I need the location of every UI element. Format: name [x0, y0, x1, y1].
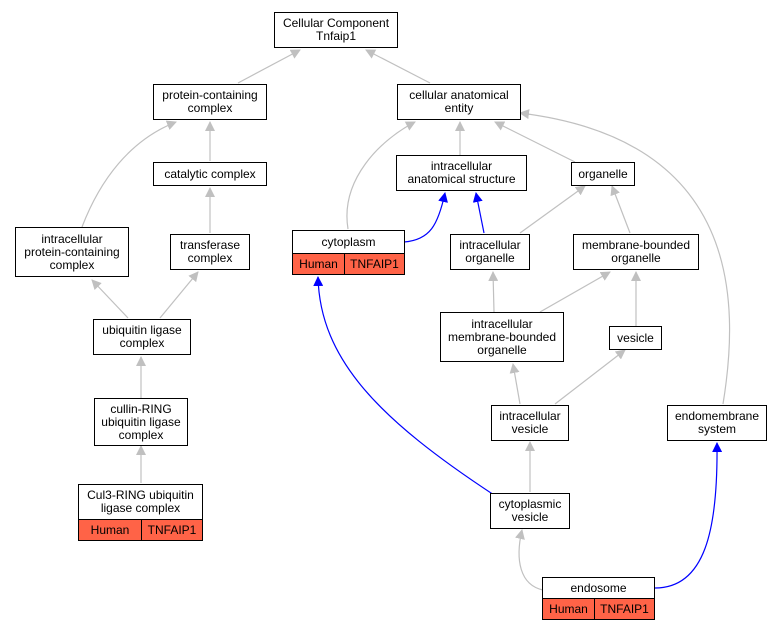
edge-imbo-mbo	[539, 271, 611, 313]
edge-iv-imbo	[509, 363, 521, 405]
node-endosome-gene: TNFAIP1	[594, 599, 654, 619]
node-cul3-ring-organism: Human	[79, 520, 141, 540]
edge-cae-root	[365, 49, 431, 84]
node-intracellular-vesicle[interactable]: intracellular vesicle	[491, 405, 569, 441]
edge-iv-vesicle	[554, 349, 626, 405]
edge-ulc-ipcc	[91, 279, 129, 319]
node-transferase-complex[interactable]: transferase complex	[170, 234, 250, 270]
edge-io-ias	[472, 192, 485, 234]
node-intracellular-protein-containing-complex[interactable]: intracellular protein-containing complex	[15, 227, 129, 277]
edge-pcc-root	[237, 49, 301, 84]
node-cytoplasm[interactable]: cytoplasm Human TNFAIP1	[292, 230, 405, 275]
node-cullin-ring-ubiquitin-ligase-complex[interactable]: cullin-RING ubiquitin ligase complex	[94, 398, 188, 446]
node-membrane-bounded-organelle[interactable]: membrane-bounded organelle	[573, 234, 699, 270]
node-vesicle[interactable]: vesicle	[609, 326, 662, 350]
edge-ulc-transferase	[159, 271, 199, 319]
node-cytoplasm-title: cytoplasm	[293, 231, 404, 254]
edge-cytoplasm-ias	[403, 192, 448, 243]
edge-ipcc-pcc	[81, 120, 177, 228]
node-cellular-anatomical-entity[interactable]: cellular anatomical entity	[397, 84, 521, 120]
edge-cytoplasm-cae	[346, 121, 416, 230]
edge-mbo-organelle	[610, 185, 631, 234]
node-cul3-ring-title: Cul3-RING ubiquitin ligase complex	[79, 485, 202, 520]
node-cytoplasm-gene: TNFAIP1	[344, 254, 404, 274]
edge-cv-cytoplasm	[313, 276, 495, 496]
node-endosome-organism: Human	[543, 599, 594, 619]
node-cul3-ring-gene: TNFAIP1	[141, 520, 202, 540]
edge-imbo-io	[488, 271, 499, 313]
edge-endosome-cv	[515, 529, 544, 591]
node-cul3-ring-ubiquitin-ligase-complex[interactable]: Cul3-RING ubiquitin ligase complex Human…	[78, 484, 203, 541]
edge-organelle-cae	[494, 121, 576, 163]
edge-endosome-endomembrane	[654, 442, 723, 589]
node-intracellular-organelle[interactable]: intracellular organelle	[450, 234, 530, 270]
node-cytoplasmic-vesicle[interactable]: cytoplasmic vesicle	[490, 493, 570, 529]
node-intracellular-membrane-bounded-organelle[interactable]: intracellular membrane-bounded organelle	[440, 312, 564, 362]
node-ubiquitin-ligase-complex[interactable]: ubiquitin ligase complex	[93, 319, 191, 355]
node-endomembrane-system[interactable]: endomembrane system	[667, 405, 767, 441]
node-endosome-title: endosome	[543, 578, 654, 599]
node-endosome[interactable]: endosome Human TNFAIP1	[542, 577, 655, 620]
edge-io-organelle	[519, 185, 586, 234]
node-cytoplasm-organism: Human	[293, 254, 344, 274]
node-intracellular-anatomical-structure[interactable]: intracellular anatomical structure	[396, 155, 527, 191]
node-catalytic-complex[interactable]: catalytic complex	[153, 162, 267, 186]
edge-endomembrane-cae	[519, 109, 731, 405]
node-cellular-component-root[interactable]: Cellular Component Tnfaip1	[274, 12, 398, 48]
node-protein-containing-complex[interactable]: protein-containing complex	[153, 84, 267, 120]
node-organelle[interactable]: organelle	[571, 162, 635, 186]
